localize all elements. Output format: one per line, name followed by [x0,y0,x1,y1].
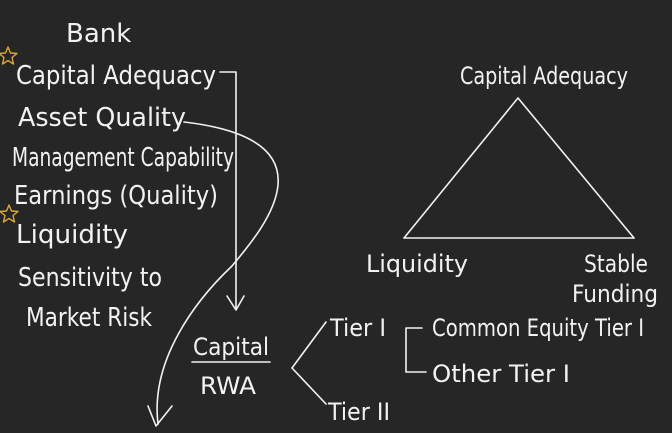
tier1-part-common-equity: Common Equity Tier I [432,314,644,342]
star-icon-capital [0,46,18,65]
triangle-diagram [403,97,635,239]
list-heading: Bank [66,19,131,49]
star-icon-liquidity [0,204,19,223]
list-item-management-capability: Management Capability [12,143,234,173]
triangle-bottom-right-label-1: Stable [584,250,648,278]
arrow-capital-to-ratio [219,71,245,311]
list-item-liquidity: Liquidity [16,220,128,250]
arrow-asset-quality-curve [147,121,279,427]
list-item-sensitivity: Sensitivity to [18,263,162,293]
list-item-earnings: Earnings (Quality) [14,181,218,211]
triangle-bottom-left-label: Liquidity [366,250,468,278]
tier-split-lines [291,321,327,405]
triangle-top-label: Capital Adequacy [460,62,628,90]
ratio-denominator: RWA [200,372,257,400]
ratio-numerator: Capital [193,333,269,361]
tier1-bracket [405,327,427,373]
tier1-label: Tier I [329,314,386,342]
tier1-part-other: Other Tier I [432,360,570,388]
triangle-bottom-right-label-2: Funding [572,280,658,308]
tier2-label: Tier II [327,398,390,426]
list-item-market-risk: Market Risk [26,303,152,333]
list-item-capital-adequacy: Capital Adequacy [16,61,216,91]
list-item-asset-quality: Asset Quality [18,103,186,133]
